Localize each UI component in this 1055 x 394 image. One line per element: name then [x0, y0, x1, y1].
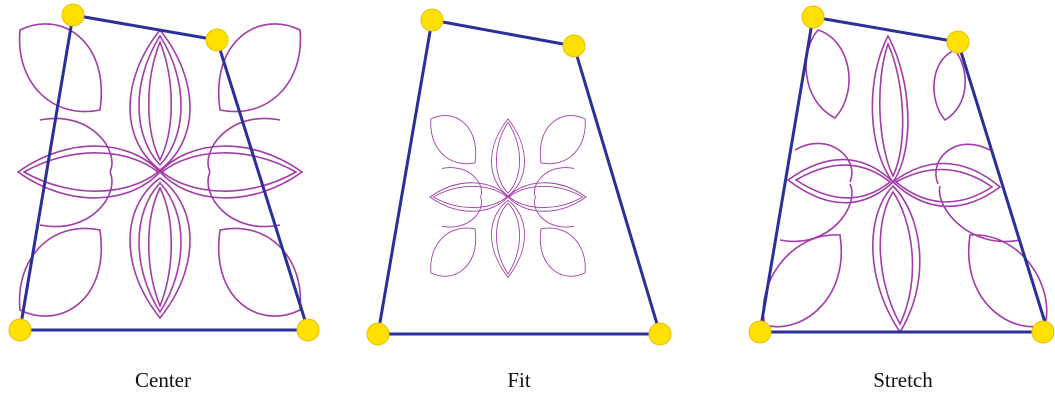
panel-stretch: Stretch	[700, 0, 1055, 394]
center-diagram	[0, 0, 345, 394]
caption-fit: Fit	[507, 368, 530, 393]
center-handle-bottom-right[interactable]	[297, 319, 319, 341]
panel-center: Center	[0, 0, 345, 394]
fit-quilt-motif	[430, 116, 586, 278]
fit-frame	[378, 20, 660, 334]
stretch-handle-bottom-left[interactable]	[749, 321, 771, 343]
stretch-handle-bottom-right[interactable]	[1032, 321, 1054, 343]
fit-handle-bottom-left[interactable]	[367, 323, 389, 345]
fit-handle-top-left[interactable]	[421, 9, 443, 31]
caption-stretch: Stretch	[873, 368, 932, 393]
panel-fit: Fit	[350, 0, 695, 394]
fit-handle-top-right[interactable]	[563, 35, 585, 57]
center-handle-top-right[interactable]	[206, 29, 228, 51]
stretch-quilt-motif	[763, 30, 1046, 332]
stretch-handle-top-right[interactable]	[947, 31, 969, 53]
center-frame	[20, 15, 308, 330]
caption-center: Center	[135, 368, 191, 393]
fit-diagram	[350, 0, 695, 394]
stretch-handle-top-left[interactable]	[802, 6, 824, 28]
stretch-diagram	[700, 0, 1055, 394]
center-handle-top-left[interactable]	[62, 4, 84, 26]
fit-handle-bottom-right[interactable]	[649, 323, 671, 345]
center-handle-bottom-left[interactable]	[9, 319, 31, 341]
